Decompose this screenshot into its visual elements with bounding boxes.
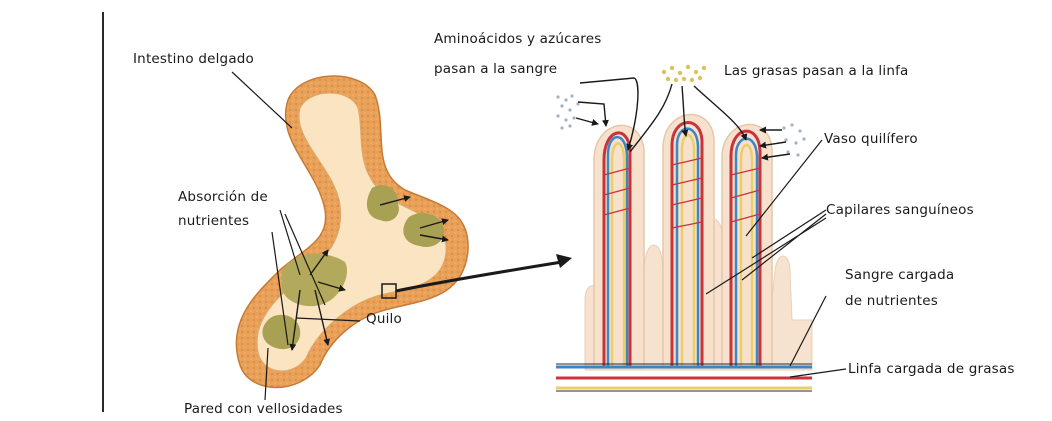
label-sangre-line2: de nutrientes (845, 290, 938, 312)
label-absorcion-line1: Absorción de (178, 186, 268, 208)
label-sangre-line1: Sangre cargada (845, 264, 954, 286)
label-aminoacidos-line2: pasan a la sangre (434, 58, 557, 80)
label-grasas-linfa: Las grasas pasan a la linfa (724, 60, 909, 82)
label-aminoacidos-line1: Aminoácidos y azúcares (434, 28, 601, 50)
label-pared-con-vellosidades: Pared con vellosidades (184, 398, 343, 420)
label-linfa-cargada: Linfa cargada de grasas (848, 358, 1015, 380)
villus-1 (594, 125, 644, 368)
intestine-illustration (236, 76, 468, 387)
label-absorcion-line2: nutrientes (178, 210, 249, 232)
label-capilares-sanguineos: Capilares sanguíneos (826, 199, 974, 221)
label-intestino-delgado: Intestino delgado (133, 48, 254, 70)
fat-particles (662, 65, 706, 82)
magnification-arrowhead (556, 254, 572, 268)
label-vaso-quilifero: Vaso quilífero (824, 128, 918, 150)
label-quilo: Quilo (366, 308, 402, 330)
